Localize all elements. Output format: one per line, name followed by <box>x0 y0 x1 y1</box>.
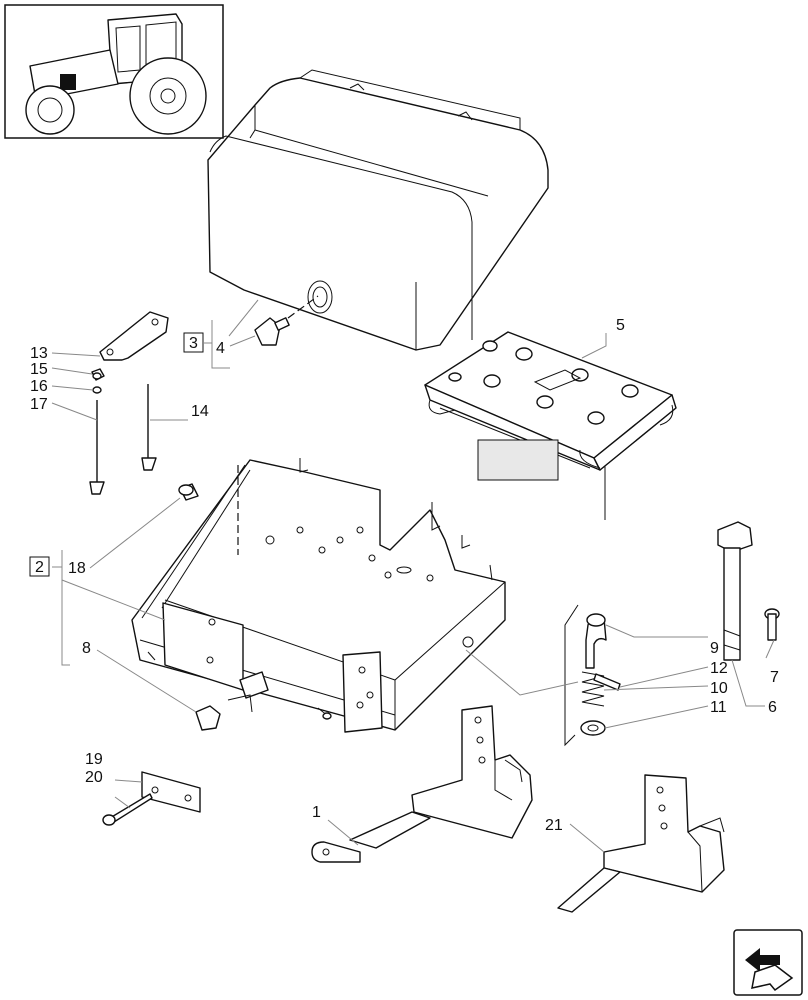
callout-4: 4 <box>216 340 225 357</box>
callout-3: 3 <box>189 335 198 352</box>
battery-label-plate <box>477 439 559 481</box>
nut-part-15 <box>91 368 105 381</box>
rod-part-14 <box>141 384 157 471</box>
support-bracket-part-21 <box>557 774 725 913</box>
callout-14: 14 <box>191 403 209 420</box>
bolt-part-6 <box>717 521 753 661</box>
callout-8: 8 <box>82 640 91 657</box>
rubber-plug <box>178 483 199 501</box>
spacer-plate-part-19 <box>141 771 201 813</box>
callout-2: 2 <box>35 559 44 576</box>
battery-tray-part-18 <box>131 458 506 733</box>
callout-labels: 1 2 3 4 5 6 7 8 9 10 11 12 13 14 15 16 1… <box>30 317 779 834</box>
clip-part-8 <box>147 651 332 731</box>
pin-part-12 <box>593 673 621 691</box>
reference-box-3 <box>183 332 204 353</box>
callout-13: 13 <box>30 345 48 362</box>
hold-down-plate-part-13 <box>99 311 169 361</box>
callout-7: 7 <box>770 669 779 686</box>
battery-cover <box>207 69 549 351</box>
callout-18: 18 <box>68 560 86 577</box>
callout-5: 5 <box>616 317 625 334</box>
bolt-part-20 <box>102 793 153 826</box>
callout-10: 10 <box>710 680 728 697</box>
reference-box-2 <box>29 556 50 577</box>
callout-12: 12 <box>710 660 728 677</box>
callout-6: 6 <box>768 699 777 716</box>
callout-17: 17 <box>30 396 48 413</box>
washer-part-16 <box>92 386 102 394</box>
bolt-part-7 <box>764 608 780 641</box>
callout-21: 21 <box>545 817 563 834</box>
callout-11: 11 <box>710 699 727 716</box>
next-page-arrow-icon[interactable] <box>733 929 803 996</box>
rod-part-17 <box>89 400 105 495</box>
callout-20: 20 <box>85 769 103 786</box>
vent-elbow-part-9 <box>585 613 607 669</box>
support-bracket-part-1 <box>311 705 533 863</box>
washer-part-11 <box>580 720 606 736</box>
callout-16: 16 <box>30 378 48 395</box>
tractor-thumbnail-icon[interactable] <box>4 4 224 139</box>
leader-lines <box>51 299 775 853</box>
callout-19: 19 <box>85 751 103 768</box>
bolt-part-4 <box>254 295 319 346</box>
callout-9: 9 <box>710 640 719 657</box>
callout-1: 1 <box>312 804 321 821</box>
callout-15: 15 <box>30 361 48 378</box>
